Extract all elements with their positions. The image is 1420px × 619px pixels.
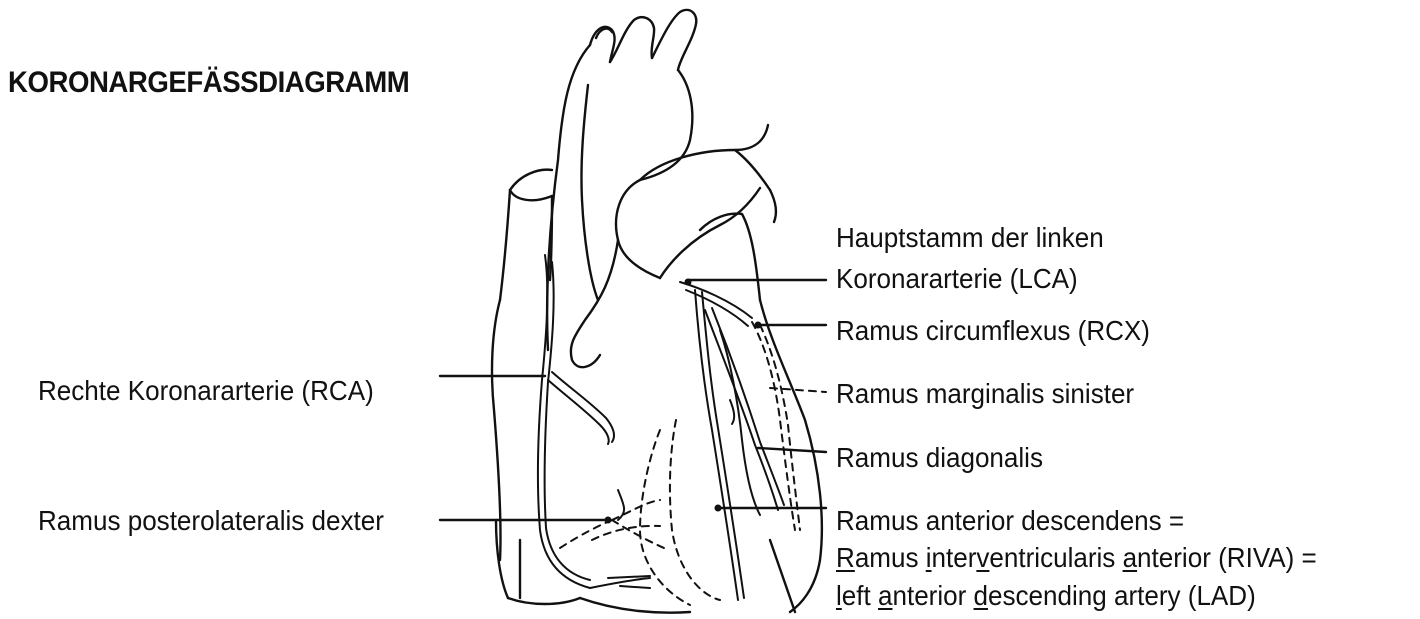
riva-text-3: entricularis — [989, 542, 1122, 573]
label-ramus-posterolateralis-dexter: Ramus posterolateralis dexter — [38, 505, 384, 537]
riva-text-4: nterior (RIVA) = — [1137, 542, 1317, 573]
leader-lca-dot — [685, 279, 692, 286]
riva-underlined-a: a — [1123, 542, 1137, 573]
leader-rd — [758, 448, 826, 452]
leader-rpld-dot — [605, 517, 612, 524]
aortic-arch — [547, 10, 696, 350]
leader-rms — [770, 388, 826, 392]
label-lca-line2: Koronararterie (LCA) — [836, 263, 1078, 295]
lad-underlined-d: d — [974, 580, 988, 611]
vena-cava — [500, 170, 552, 300]
leader-rad-dot — [715, 505, 722, 512]
label-ramus-marginalis-sinister: Ramus marginalis sinister — [836, 378, 1134, 410]
riva-underlined-v: v — [976, 542, 989, 573]
riva-underlined-r: R — [836, 542, 855, 573]
lca-vessel — [560, 282, 800, 605]
pulmonary-trunk — [640, 125, 776, 278]
label-rcx: Ramus circumflexus (RCX) — [836, 315, 1150, 347]
label-rad-line1: Ramus anterior descendens = — [836, 505, 1184, 537]
riva-text-1: amus — [855, 542, 926, 573]
label-lca-line1: Hauptstamm der linken — [836, 222, 1104, 254]
label-lad-line: left anterior descending artery (LAD) — [836, 580, 1256, 612]
lad-underlined-a: a — [878, 580, 892, 611]
lad-text-2: nterior — [892, 580, 973, 611]
leader-rcx-dot — [755, 322, 762, 329]
lad-text-1: eft — [842, 580, 878, 611]
heart-outline — [492, 214, 822, 613]
label-riva-line: Ramus interventricularis anterior (RIVA)… — [836, 542, 1317, 574]
lad-text-3: escending artery (LAD) — [988, 580, 1256, 611]
riva-text-2: nter — [932, 542, 977, 573]
label-rca: Rechte Koronararterie (RCA) — [38, 375, 374, 407]
label-ramus-diagonalis: Ramus diagonalis — [836, 442, 1043, 474]
